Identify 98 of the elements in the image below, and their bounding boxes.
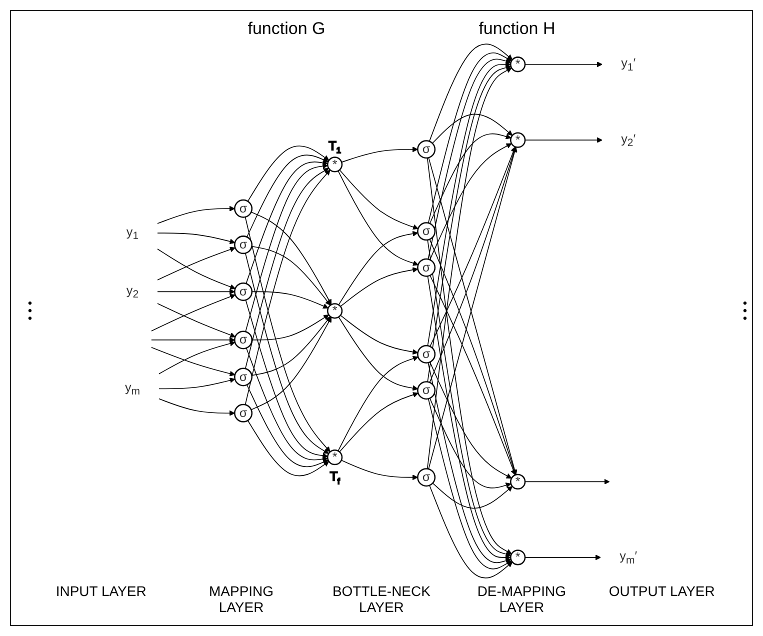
- arrow: [247, 154, 329, 238]
- arrow: [432, 114, 514, 144]
- neuron-circle: σ: [234, 199, 253, 218]
- function-label: function H: [478, 19, 556, 39]
- node-label: *: [332, 450, 338, 464]
- node-caption: T$_{f}$: [330, 470, 340, 486]
- variable-label: y$_{1}$: [126, 225, 140, 242]
- arrow: [245, 170, 331, 406]
- arrow: [525, 62, 603, 68]
- arrow: [158, 248, 236, 290]
- layer-label: MAPPING LAYER: [208, 583, 275, 615]
- arrow: [245, 168, 330, 370]
- arrow: [340, 314, 419, 355]
- arrow: [158, 206, 236, 224]
- neuron-circle: *: [510, 474, 526, 490]
- neuron-circle: σ: [418, 344, 436, 364]
- arrow: [252, 246, 332, 306]
- arrow: [159, 378, 236, 390]
- arrow: [338, 316, 419, 391]
- arrow: [248, 146, 330, 202]
- arrow: [158, 232, 236, 244]
- arrow: [432, 482, 514, 509]
- ellipsis-dots: • • •: [738, 301, 752, 321]
- arrow: [340, 392, 419, 452]
- arrow: [338, 230, 419, 306]
- arrow: [428, 398, 512, 570]
- neuron-circle: σ: [418, 140, 436, 159]
- arrow: [246, 163, 328, 332]
- arrow: [152, 337, 236, 343]
- variable-label: y$_{1}$′: [622, 56, 636, 73]
- neuron-circle: σ: [234, 236, 253, 254]
- layer-label: DE-MAPPING LAYER: [476, 583, 567, 615]
- arrow: [428, 52, 512, 224]
- arrow: [340, 267, 419, 307]
- function-label: function G: [248, 19, 326, 39]
- node-label: *: [332, 158, 338, 172]
- arrow: [251, 212, 332, 305]
- neuron-circle: σ: [418, 468, 436, 487]
- arrow: [252, 314, 330, 340]
- variable-label: y$_{m}$: [125, 380, 140, 398]
- layer-label: BOTTLE-NECK LAYER: [331, 583, 432, 615]
- arrow: [338, 356, 419, 452]
- arrow: [158, 246, 236, 280]
- variable-label: y$_{m}$′: [620, 550, 638, 566]
- arrow: [430, 398, 512, 488]
- layer-label: OUTPUT LAYER: [608, 583, 716, 601]
- arrow: [430, 133, 512, 224]
- arrow: [525, 137, 603, 143]
- arrow: [430, 146, 516, 347]
- neuron-circle: σ: [418, 381, 436, 400]
- neuron-circle: σ: [234, 282, 253, 301]
- arrow: [247, 384, 329, 468]
- neuron-circle: *: [510, 56, 526, 72]
- arrow: [251, 316, 332, 410]
- arrow: [158, 288, 236, 294]
- arrow: [525, 478, 610, 484]
- arrow: [430, 274, 516, 476]
- neuron-circle: σ: [234, 368, 253, 386]
- neuron-circle: σ: [418, 222, 436, 241]
- arrow: [252, 316, 332, 376]
- arrow: [245, 252, 330, 454]
- neuron-circle: *: [510, 550, 526, 566]
- node-caption: T$_{1}$: [329, 138, 342, 156]
- arrow: [338, 170, 419, 266]
- arrow: [252, 291, 329, 309]
- arrow: [430, 362, 512, 479]
- arrow: [159, 398, 236, 416]
- arrow: [340, 169, 419, 230]
- neuron-circle: *: [327, 303, 344, 319]
- arrow: [246, 160, 328, 284]
- arrow: [246, 300, 328, 458]
- neuron-circle: σ: [234, 404, 253, 422]
- arrow: [525, 554, 602, 560]
- arrow: [430, 484, 514, 578]
- variable-label: y$_{2}$′: [622, 132, 636, 149]
- arrow: [246, 348, 328, 462]
- arrow: [152, 294, 236, 332]
- arrow: [152, 346, 236, 376]
- ellipsis-dots: • • •: [23, 301, 37, 321]
- neuron-circle: *: [510, 132, 526, 148]
- layer-label: INPUT LAYER: [54, 583, 148, 601]
- arrow: [428, 58, 512, 260]
- neuron-circle: σ: [234, 330, 253, 350]
- arrow: [341, 460, 418, 480]
- variable-label: y$_{2}$: [126, 284, 140, 300]
- arrow: [248, 420, 330, 476]
- arrow: [430, 238, 518, 476]
- arrow: [428, 362, 512, 564]
- arrow: [430, 146, 518, 383]
- arrow: [245, 216, 331, 452]
- arrow: [427, 68, 512, 470]
- arrow: [158, 303, 236, 338]
- arrow: [430, 143, 512, 260]
- neuron-circle: σ: [418, 258, 436, 277]
- arrow: [159, 340, 236, 374]
- arrow: [429, 44, 514, 142]
- arrow: [342, 146, 418, 163]
- arrow: [427, 158, 512, 554]
